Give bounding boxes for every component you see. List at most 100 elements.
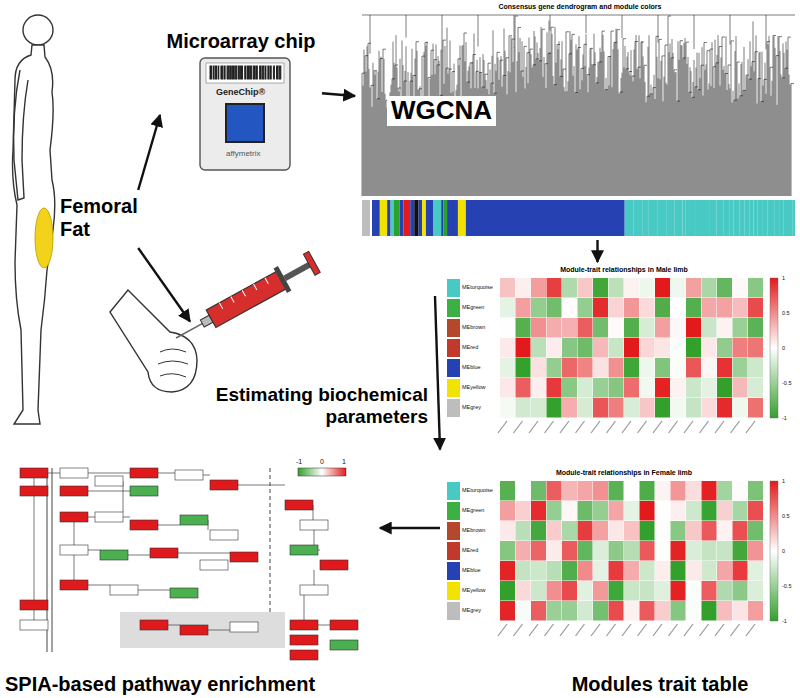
heatmap-cell	[733, 318, 748, 338]
gene-box	[210, 480, 238, 490]
heatmap-cell	[547, 501, 562, 521]
heatmap-cell	[593, 521, 608, 541]
microarray-chip	[226, 104, 264, 142]
heatmap-cell	[671, 278, 686, 298]
heatmap-cell	[686, 318, 701, 338]
gene-box	[60, 545, 88, 555]
column-tick	[746, 624, 755, 636]
heatmap-cell	[500, 521, 515, 541]
chip-text: GeneChip®	[216, 88, 265, 98]
panel-title: Module-trait relationships in Male limb	[474, 266, 774, 274]
heatmap-cell	[500, 298, 515, 318]
heatmap-cell	[748, 278, 763, 298]
human-figure	[13, 15, 55, 424]
gene-box	[130, 468, 158, 478]
heatmap-cell	[516, 501, 531, 521]
heatmap-label: MEred	[462, 547, 478, 553]
color-segment	[710, 200, 717, 236]
heatmap-cell	[624, 298, 639, 318]
heatmap-cell	[578, 318, 593, 338]
chip-text: affymetrix	[226, 150, 261, 159]
heatmap-cell	[655, 358, 670, 378]
barcode-bar	[260, 66, 261, 79]
heatmap-cell	[609, 318, 624, 338]
pathway-map	[20, 468, 358, 660]
color-segment	[723, 200, 729, 236]
color-segment	[410, 200, 414, 236]
heatmap-cell	[531, 298, 546, 318]
heatmap-cell	[733, 338, 748, 358]
heatmap-cell	[748, 581, 763, 601]
color-segment	[754, 200, 758, 236]
heatmap-cell	[562, 298, 577, 318]
heatmap-cell	[671, 298, 686, 318]
heatmap-label: -0.5	[782, 380, 791, 386]
heatmap-cell	[733, 501, 748, 521]
panel-caption: Microarray chip	[160, 30, 322, 53]
color-segment	[682, 200, 685, 236]
heatmap-cell	[748, 541, 763, 561]
heatmap-cell	[593, 501, 608, 521]
barcode-bar	[250, 66, 251, 79]
color-segment	[387, 200, 390, 236]
heatmap-cell	[640, 501, 655, 521]
column-tick	[653, 624, 662, 636]
column-tick	[560, 624, 569, 636]
gene-box	[110, 585, 138, 595]
heatmap-cell	[562, 581, 577, 601]
heatmap-cell	[686, 298, 701, 318]
column-tick	[529, 421, 538, 433]
heatmap-cell	[624, 501, 639, 521]
color-segment	[749, 200, 753, 236]
panel-caption: WGCNA	[387, 96, 496, 126]
gene-box	[60, 486, 88, 496]
heatmap-cell	[516, 278, 531, 298]
heatmap-cell	[717, 541, 732, 561]
heatmap-cell	[686, 358, 701, 378]
heatmap-cell	[516, 561, 531, 581]
arm	[110, 290, 197, 392]
color-segment	[675, 200, 683, 236]
heatmap-cell	[500, 318, 515, 338]
flow-arrow	[322, 93, 355, 96]
heatmap-cell	[717, 378, 732, 398]
barcode-bar	[244, 66, 246, 79]
heatmap-cell	[686, 378, 701, 398]
heatmap-cell	[686, 581, 701, 601]
heatmap-cell	[547, 278, 562, 298]
barcode-bar	[240, 66, 242, 79]
heatmap-cell	[686, 601, 701, 621]
barcode-bar	[218, 66, 220, 79]
heatmap-cell	[562, 601, 577, 621]
heatmap-cell	[686, 278, 701, 298]
heatmap-label: 0	[782, 345, 785, 351]
heatmap-cell	[609, 521, 624, 541]
syringe	[274, 266, 292, 293]
heatmap-cell	[531, 338, 546, 358]
column-tick	[514, 421, 523, 433]
heatmap-cell	[593, 398, 608, 418]
heatmap-cell	[593, 481, 608, 501]
heatmap-label: MEgrey	[462, 404, 481, 410]
column-tick	[731, 624, 740, 636]
heatmap-label: MEblue	[462, 567, 481, 573]
heatmap-cell	[562, 318, 577, 338]
module-swatch	[447, 379, 460, 397]
heatmap-cell	[593, 601, 608, 621]
barcode-bar	[221, 66, 223, 79]
heatmap-label: 0.5	[782, 513, 790, 519]
heatmap-cell	[578, 541, 593, 561]
heatmap-cell	[593, 338, 608, 358]
syringe	[176, 323, 204, 338]
column-tick	[746, 421, 755, 433]
column-tick	[669, 421, 678, 433]
color-segment	[695, 200, 706, 236]
heatmap-cell	[547, 561, 562, 581]
microarray-chip	[200, 58, 290, 170]
module-swatch	[447, 279, 460, 297]
microarray-chip	[200, 58, 290, 170]
heatmap-cell	[500, 278, 515, 298]
heatmap-cell	[593, 378, 608, 398]
heatmap-cell	[624, 398, 639, 418]
heatmap-cell	[717, 298, 732, 318]
